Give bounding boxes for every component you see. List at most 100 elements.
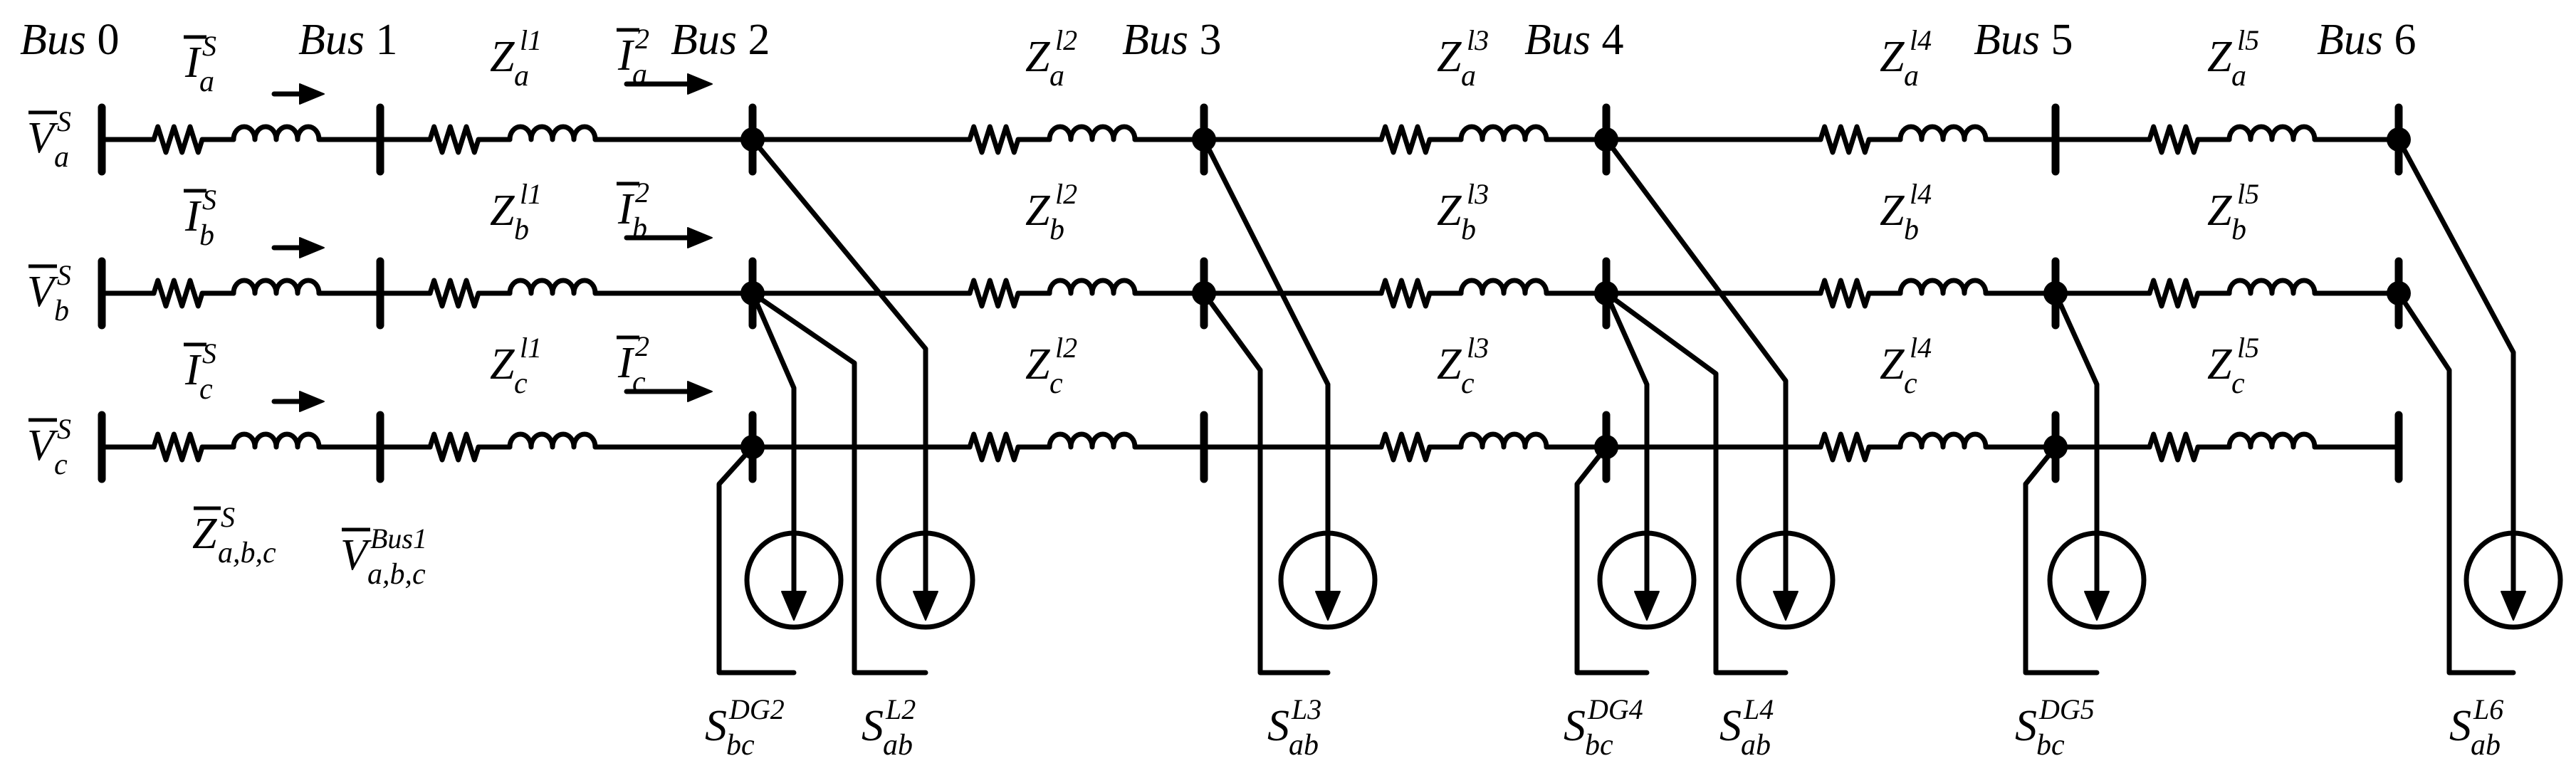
inductor-symbol <box>507 431 598 450</box>
svg-text:a: a <box>1461 60 1476 93</box>
inductor-symbol <box>1458 278 1549 296</box>
load-wire <box>2396 137 2516 597</box>
svg-text:I: I <box>617 31 635 80</box>
svg-text:Z: Z <box>1437 186 1462 235</box>
resistor-symbol <box>427 278 481 309</box>
svg-text:I: I <box>184 346 202 394</box>
svg-text:ab: ab <box>2471 729 2501 762</box>
svg-text:bc: bc <box>726 729 755 762</box>
svg-text:Bus1: Bus1 <box>370 522 427 554</box>
svg-text:ab: ab <box>1289 729 1319 762</box>
arrow-head-icon <box>299 237 325 258</box>
inductor-symbol <box>507 278 598 296</box>
svg-text:S: S <box>57 413 71 445</box>
svg-text:l1: l1 <box>520 178 542 210</box>
svg-text:l3: l3 <box>1467 24 1489 56</box>
bus-label: Bus 5 <box>1974 16 2073 64</box>
inductor-symbol <box>1047 278 1138 296</box>
svg-text:L3: L3 <box>1291 693 1321 725</box>
arrow-head-icon <box>687 227 713 248</box>
inductor-symbol <box>507 124 598 142</box>
svg-text:a,b,c: a,b,c <box>367 558 426 591</box>
svg-text:c: c <box>199 373 213 406</box>
svg-text:DG5: DG5 <box>2038 693 2095 725</box>
load-wire <box>716 444 797 676</box>
svg-text:S: S <box>1719 702 1742 750</box>
svg-text:S: S <box>202 184 216 216</box>
svg-text:Z: Z <box>2207 186 2232 235</box>
down-arrow-icon <box>1634 591 1660 621</box>
svg-text:Z: Z <box>1025 33 1050 81</box>
svg-text:a: a <box>2231 60 2246 93</box>
resistor-symbol <box>1818 124 1872 155</box>
inductor-symbol <box>1897 431 1989 450</box>
svg-text:2: 2 <box>635 177 649 209</box>
svg-text:a: a <box>199 65 214 98</box>
svg-text:V: V <box>27 114 58 162</box>
inductor-symbol <box>1897 124 1989 142</box>
resistor-symbol <box>1818 278 1872 309</box>
svg-text:Z: Z <box>1880 186 1905 235</box>
svg-text:Z: Z <box>1025 186 1050 235</box>
svg-text:L4: L4 <box>1743 693 1774 725</box>
arrow-head-icon <box>299 391 325 412</box>
svg-text:l4: l4 <box>1910 178 1932 210</box>
svg-text:S: S <box>862 702 884 750</box>
svg-text:b: b <box>1049 214 1064 246</box>
svg-text:a: a <box>1049 60 1064 93</box>
svg-text:c: c <box>632 366 646 399</box>
svg-text:l5: l5 <box>2237 332 2259 364</box>
svg-text:Z: Z <box>490 33 515 81</box>
load-wire <box>2396 290 2516 676</box>
resistor-symbol <box>151 278 205 309</box>
svg-text:L2: L2 <box>885 693 916 725</box>
bus-label: Bus 4 <box>1524 16 1624 64</box>
load-wire <box>750 290 928 676</box>
down-arrow-icon <box>2501 591 2526 621</box>
svg-text:c: c <box>2231 367 2245 400</box>
svg-text:l1: l1 <box>520 332 542 364</box>
resistor-symbol <box>1378 431 1433 463</box>
down-arrow-icon <box>781 591 807 621</box>
resistor-symbol <box>2147 124 2201 155</box>
svg-text:Z: Z <box>192 510 217 558</box>
svg-text:l4: l4 <box>1910 332 1932 364</box>
inductor-symbol <box>231 124 322 142</box>
svg-text:S: S <box>2449 702 2471 750</box>
svg-text:c: c <box>514 367 528 400</box>
svg-text:l2: l2 <box>1055 178 1077 210</box>
svg-text:DG4: DG4 <box>1587 693 1643 725</box>
inductor-symbol <box>231 278 322 296</box>
resistor-symbol <box>967 278 1021 309</box>
svg-text:l4: l4 <box>1910 24 1932 56</box>
down-arrow-icon <box>1315 591 1341 621</box>
load-wire <box>1603 137 1789 597</box>
svg-text:I: I <box>184 192 202 241</box>
svg-text:2: 2 <box>635 330 649 362</box>
svg-text:I: I <box>184 38 202 87</box>
svg-text:Z: Z <box>2207 340 2232 389</box>
svg-text:I: I <box>617 339 635 387</box>
